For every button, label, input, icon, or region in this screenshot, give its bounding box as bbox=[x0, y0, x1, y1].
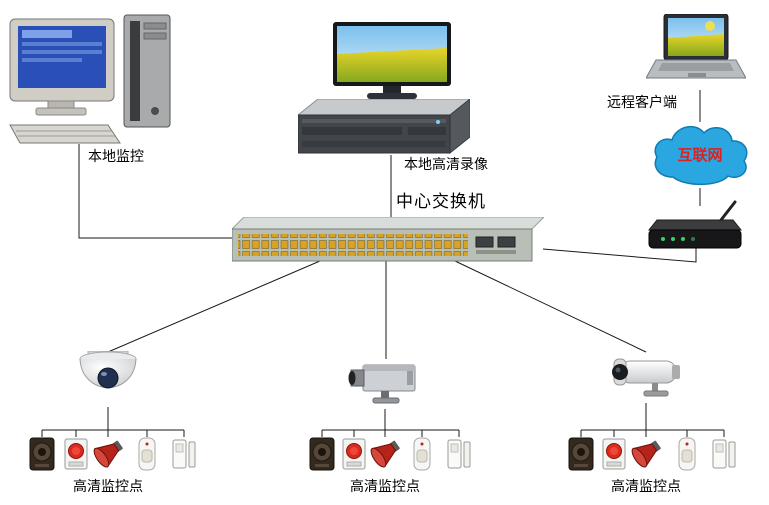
alarm-button-icon-1 bbox=[64, 438, 88, 470]
desktop-pc-icon bbox=[8, 13, 178, 148]
siren-horn-icon-1 bbox=[92, 436, 124, 470]
wire-switch-to-dome-camera bbox=[107, 260, 321, 353]
core-switch-icon bbox=[232, 217, 544, 265]
wire-sensor-bus-3 bbox=[580, 403, 725, 437]
siren-horn-icon-3 bbox=[630, 436, 662, 470]
label-remote-client: 远程客户端 bbox=[607, 94, 677, 110]
hd-display-icon bbox=[333, 22, 451, 100]
alarm-button-icon-2 bbox=[342, 438, 366, 470]
rack-server-icon bbox=[298, 99, 470, 155]
box-camera-icon bbox=[347, 359, 423, 411]
label-local-recorder: 本地高清录像 bbox=[404, 156, 488, 172]
alarm-button-icon-3 bbox=[602, 438, 626, 470]
door-contact-icon-2 bbox=[446, 438, 472, 470]
speaker-icon-2 bbox=[309, 437, 335, 471]
motion-sensor-icon-3 bbox=[677, 437, 697, 471]
label-monitor-point-2: 高清监控点 bbox=[350, 478, 420, 494]
wire-sensor-bus-1 bbox=[41, 407, 185, 437]
label-internet: 互联网 bbox=[677, 147, 723, 164]
wire-pc-to-switch bbox=[78, 144, 233, 239]
laptop-icon bbox=[646, 14, 746, 90]
door-contact-icon-3 bbox=[711, 438, 737, 470]
wire-switch-to-bullet-camera bbox=[454, 260, 647, 353]
wire-router-to-switch bbox=[542, 248, 697, 263]
bullet-camera-icon bbox=[608, 351, 684, 405]
door-contact-icon-1 bbox=[171, 438, 197, 470]
motion-sensor-icon-1 bbox=[137, 437, 157, 471]
wire-sensor-bus-2 bbox=[321, 409, 460, 437]
siren-horn-icon-2 bbox=[369, 436, 401, 470]
label-monitor-point-1: 高清监控点 bbox=[73, 478, 143, 494]
motion-sensor-icon-2 bbox=[412, 437, 432, 471]
label-monitor-point-3: 高清监控点 bbox=[611, 478, 681, 494]
dome-camera-icon bbox=[74, 351, 142, 409]
speaker-icon-1 bbox=[29, 437, 55, 471]
router-icon bbox=[647, 200, 745, 256]
label-local-monitor: 本地监控 bbox=[88, 148, 144, 164]
speaker-icon-3 bbox=[568, 437, 594, 471]
label-central-switch: 中心交换机 bbox=[396, 192, 486, 211]
